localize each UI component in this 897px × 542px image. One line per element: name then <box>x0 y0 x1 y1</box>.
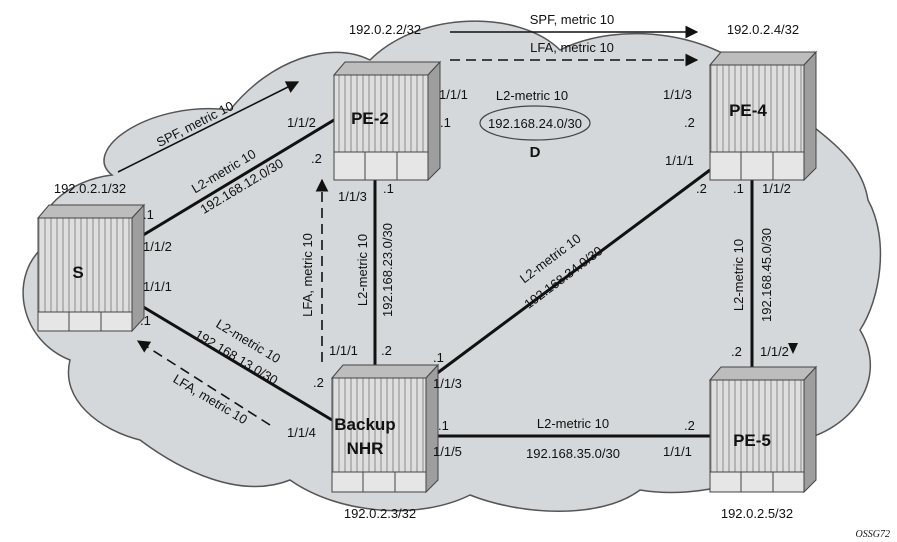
pe4-port-to-pe2: 1/1/3 <box>663 87 692 102</box>
backup-addr-to-pe2: .2 <box>381 343 392 358</box>
lfa-arrow-backup-s <box>136 340 271 426</box>
pe4-addr-to-pe2: .2 <box>684 115 695 130</box>
backup-port-to-s: 1/1/4 <box>287 425 316 440</box>
destination-label: D <box>530 144 541 161</box>
backup-addr-to-s: .2 <box>313 375 324 390</box>
pe4-addr-to-backup: .2 <box>696 181 707 196</box>
metric-pe2-backup: L2-metric 10 <box>355 234 370 306</box>
pe5-port-to-pe4: 1/1/2 <box>760 344 789 359</box>
link-s-pe2 <box>139 118 335 239</box>
router-pe5 <box>708 365 818 494</box>
pe2-port-to-s: 1/1/2 <box>287 115 316 130</box>
s-port-to-pe2: 1/1/2 <box>143 239 172 254</box>
pe2-system-ip: 192.0.2.2/32 <box>349 22 421 37</box>
metric-pe2-pe4: L2-metric 10 <box>496 88 568 103</box>
pe5-name: PE-5 <box>733 431 771 450</box>
subnet-pe4-pe5: 192.168.45.0/30 <box>759 228 774 322</box>
s-name: S <box>72 263 83 282</box>
pe2-port-to-pe4: 1/1/1 <box>439 87 468 102</box>
backup-system-ip: 192.0.2.3/32 <box>344 506 416 521</box>
backup-addr-to-pe5: .1 <box>438 418 449 433</box>
pe2-name: PE-2 <box>351 109 389 128</box>
backup-port-to-pe2: 1/1/1 <box>329 343 358 358</box>
router-pe4 <box>708 50 818 182</box>
spf-label-pe2-pe4: SPF, metric 10 <box>530 12 615 27</box>
pe2-port-to-backup: 1/1/3 <box>338 189 367 204</box>
destination-ellipse <box>479 105 591 141</box>
network-cloud <box>22 20 882 512</box>
pe5-addr-to-backup: .2 <box>684 418 695 433</box>
pe5-port-to-backup: 1/1/1 <box>663 444 692 459</box>
backup-name-line2: NHR <box>347 439 384 458</box>
pe5-system-ip: 192.0.2.5/32 <box>721 506 793 521</box>
backup-addr-to-pe4: .1 <box>433 350 444 365</box>
router-s <box>36 203 146 333</box>
pe4-port-to-backup: 1/1/1 <box>665 153 694 168</box>
backup-name-line1: Backup <box>334 415 395 434</box>
link-backup-pe4 <box>427 168 711 382</box>
pe4-system-ip: 192.0.2.4/32 <box>727 22 799 37</box>
s-port-to-backup: 1/1/1 <box>143 279 172 294</box>
backup-port-to-pe5: 1/1/5 <box>433 444 462 459</box>
spf-arrow-s-pe2 <box>117 81 300 173</box>
pe4-addr-to-pe5: .1 <box>733 181 744 196</box>
pe2-addr-to-s: .2 <box>311 151 322 166</box>
link-s-backup <box>139 303 333 422</box>
lfa-label-pe2-pe4: LFA, metric 10 <box>530 40 614 55</box>
s-system-ip: 192.0.2.1/32 <box>54 181 126 196</box>
lfa-label-backup-pe2: LFA, metric 10 <box>300 233 315 317</box>
s-addr-to-pe2: .1 <box>143 207 154 222</box>
small-arrowhead <box>788 343 798 354</box>
subnet-pe2-backup: 192.168.23.0/30 <box>380 223 395 317</box>
pe2-addr-to-pe4: .1 <box>440 115 451 130</box>
s-addr-to-backup: .1 <box>140 313 151 328</box>
router-backup-nhr <box>330 363 440 494</box>
metric-backup-pe5: L2-metric 10 <box>537 416 609 431</box>
router-pe2 <box>332 60 442 182</box>
figure-id: OSSG72 <box>856 529 890 540</box>
subnet-pe2-pe4: 192.168.24.0/30 <box>488 116 582 131</box>
pe2-addr-to-backup: .1 <box>383 181 394 196</box>
pe4-port-to-pe5: 1/1/2 <box>762 181 791 196</box>
metric-pe4-pe5: L2-metric 10 <box>731 239 746 311</box>
subnet-backup-pe5: 192.168.35.0/30 <box>526 446 620 461</box>
pe4-name: PE-4 <box>729 101 767 120</box>
pe5-addr-to-pe4: .2 <box>731 344 742 359</box>
backup-port-to-pe4: 1/1/3 <box>433 376 462 391</box>
